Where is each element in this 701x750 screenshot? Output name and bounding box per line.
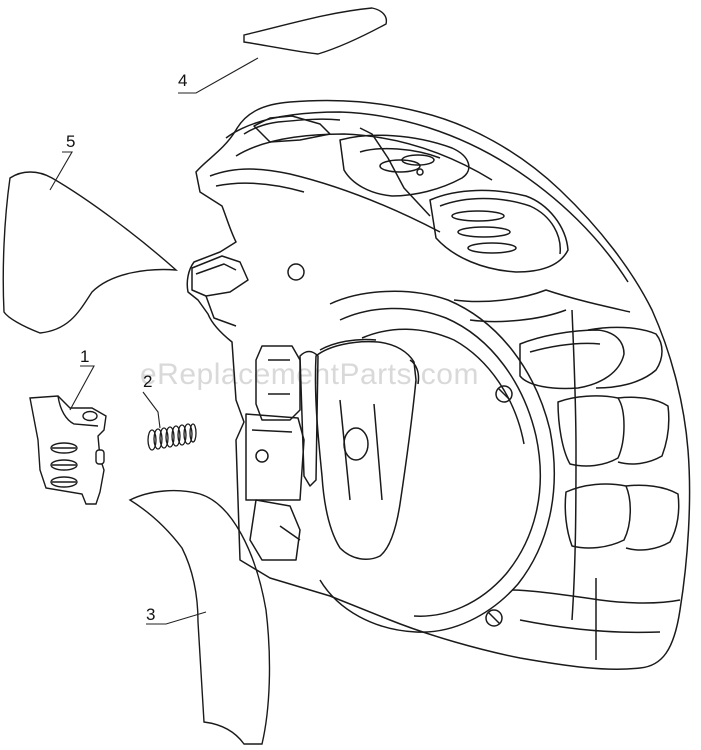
part-2-spring[interactable] — [147, 423, 197, 451]
callout-label-5: 5 — [66, 132, 75, 151]
watermark-text: eReplacementParts.com — [140, 358, 479, 391]
callout-3: 3 — [146, 605, 207, 625]
part-1-lock-button[interactable] — [29, 395, 107, 505]
tape-measure-housing[interactable] — [186, 99, 691, 670]
leader-line-5 — [49, 151, 73, 191]
callout-label-2: 2 — [143, 372, 152, 391]
callout-5: 5 — [49, 132, 75, 191]
callout-4: 4 — [178, 57, 259, 94]
leader-line-3 — [146, 611, 207, 625]
callout-1: 1 — [69, 347, 95, 411]
part-4-top-label[interactable] — [243, 7, 388, 55]
part-3-bottom-label[interactable] — [128, 489, 271, 745]
part-5-side-label[interactable] — [2, 171, 179, 334]
callout-2: 2 — [142, 372, 161, 429]
callout-label-3: 3 — [146, 605, 155, 624]
callout-label-1: 1 — [80, 347, 89, 366]
leader-line-1 — [69, 365, 95, 411]
leader-line-4 — [178, 57, 259, 94]
callout-label-4: 4 — [178, 71, 187, 90]
leader-line-2 — [142, 391, 161, 429]
